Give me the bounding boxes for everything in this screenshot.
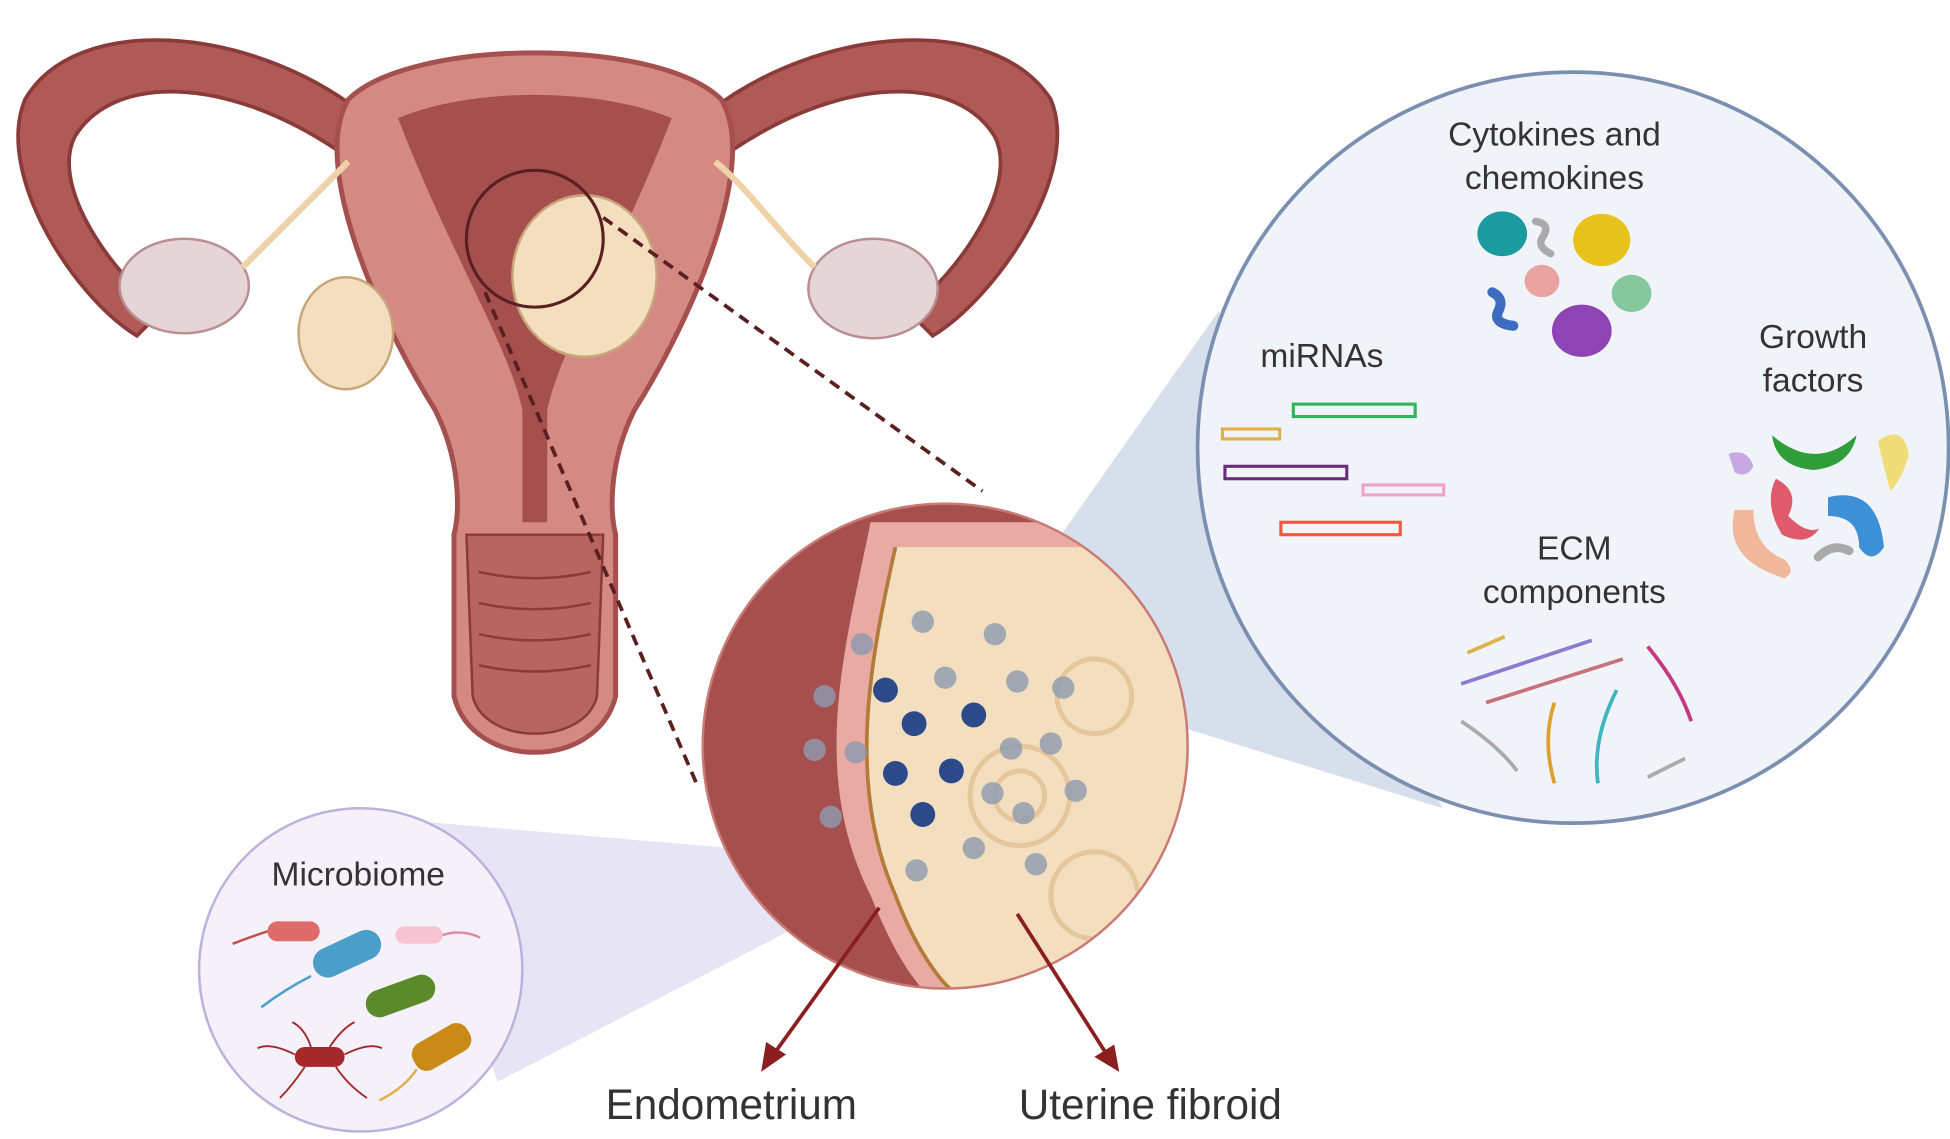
ecm-label-line1: ECM <box>1537 531 1612 568</box>
cytokines-label-line1: Cytokines and <box>1448 116 1661 153</box>
uterine-fibroid-label: Uterine fibroid <box>1019 1081 1282 1128</box>
secreted-factors-circle: Cytokines and chemokines miRNAs Growth f… <box>1195 70 1950 825</box>
growth-factor-icons <box>1728 434 1909 579</box>
magnify-circle <box>464 168 605 309</box>
cervix-folds <box>478 570 592 673</box>
ecm-icons <box>1460 634 1693 784</box>
ecm-label-line2: components <box>1483 574 1666 611</box>
bacteria-icons <box>232 921 481 1102</box>
mirna-icons <box>1220 402 1446 537</box>
ovary-right <box>807 237 939 340</box>
growth-factors-label-line1: Growth <box>1759 319 1867 356</box>
endometrium-label: Endometrium <box>606 1081 857 1128</box>
exosomes-dark <box>873 677 987 827</box>
cervix <box>465 533 605 735</box>
cytokines-label-line2: chemokines <box>1465 160 1644 197</box>
ovary-left <box>118 237 251 335</box>
cytokines-icons <box>1477 211 1652 357</box>
uterus-illustration <box>16 38 1060 785</box>
fibroid-arrow <box>1015 912 1120 1072</box>
microbiome-label: Microbiome <box>272 856 445 893</box>
growth-factors-label-line2: factors <box>1763 363 1864 400</box>
endometrium-arrow <box>761 906 881 1072</box>
microbiome-circle: Microbiome <box>197 806 524 1133</box>
tissue-closeup <box>701 502 1189 990</box>
exosomes-light <box>803 610 1087 882</box>
mirnas-label: miRNAs <box>1260 338 1383 375</box>
fallopian-tube-left <box>16 38 364 339</box>
fibroid-subserosal <box>297 276 395 391</box>
fallopian-tube-right <box>706 38 1060 339</box>
fibroid-intramural <box>511 193 658 359</box>
